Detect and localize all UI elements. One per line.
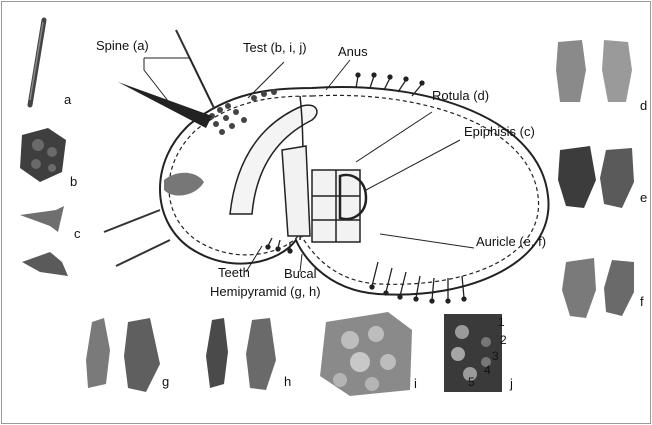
specimen-letter-i: i — [414, 376, 417, 391]
label-hemipyramid: Hemipyramid (g, h) — [210, 284, 321, 299]
specimen-h-hemipyramid — [206, 318, 276, 390]
specimen-letter-e: e — [640, 190, 647, 205]
specimen-f-auricle — [562, 258, 634, 318]
label-epiphisis: Epiphisis (c) — [464, 124, 535, 139]
plate-number-5: 5 — [468, 375, 475, 389]
label-spine: Spine (a) — [96, 38, 149, 53]
label-teeth: Teeth — [218, 265, 250, 280]
specimen-letter-a: a — [64, 92, 72, 107]
urchin-cross-section — [104, 30, 549, 303]
label-anus: Anus — [338, 44, 368, 59]
leader-lines — [144, 58, 474, 272]
label-auricle: Auricle (e, f) — [476, 234, 546, 249]
specimen-letter-j: j — [509, 376, 513, 391]
label-rotula: Rotula (d) — [432, 88, 489, 103]
specimen-letter-h: h — [284, 374, 291, 389]
specimen-letter-g: g — [162, 374, 169, 389]
specimen-letter-d: d — [640, 98, 647, 113]
gonad — [164, 173, 204, 196]
specimen-d-rotula — [556, 40, 632, 102]
specimen-letter-c: c — [74, 226, 81, 241]
label-test: Test (b, i, j) — [243, 40, 307, 55]
specimen-letter-f: f — [640, 294, 644, 309]
plate-number-1: 1 — [498, 315, 505, 329]
plate-number-4: 4 — [484, 363, 491, 377]
specimen-e-auricle — [558, 146, 634, 208]
spines — [104, 30, 214, 266]
aristotles-lantern — [282, 146, 366, 242]
specimen-b-test-fragment — [20, 128, 66, 182]
specimen-g-hemipyramid — [86, 318, 160, 392]
specimen-c-epiphysis — [20, 206, 68, 276]
label-bucal: Bucal — [284, 266, 317, 281]
specimen-i-test-plate — [320, 312, 412, 396]
specimen-letter-b: b — [70, 174, 77, 189]
plate-number-2: 2 — [500, 333, 507, 347]
plate-number-3: 3 — [492, 349, 499, 363]
large-spine — [118, 82, 212, 128]
specimen-a-spine — [30, 20, 44, 105]
